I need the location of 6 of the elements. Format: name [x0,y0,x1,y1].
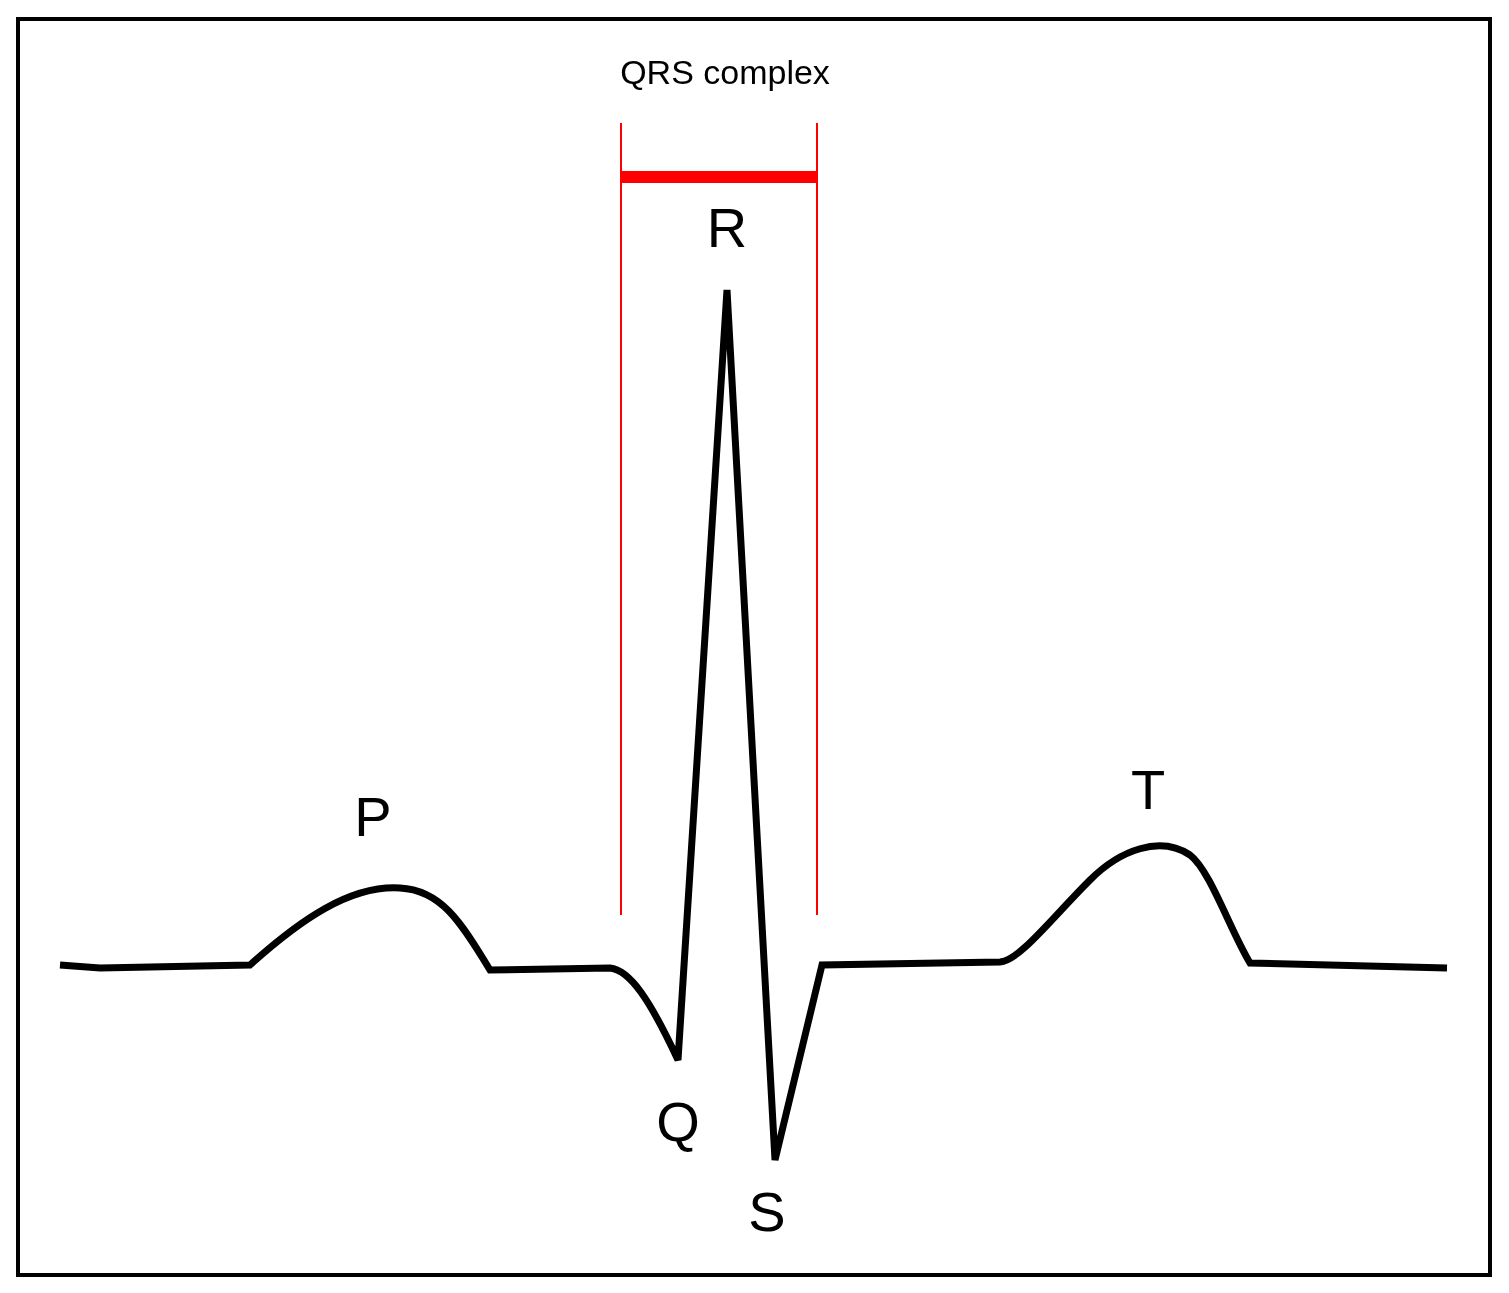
wave-label: Q [656,1094,700,1150]
wave-label: T [1130,762,1166,818]
wave-label: R [706,200,748,256]
interval-label: QRS complex [620,55,830,89]
wave-label: S [748,1184,786,1240]
wave-label: P [354,789,392,845]
